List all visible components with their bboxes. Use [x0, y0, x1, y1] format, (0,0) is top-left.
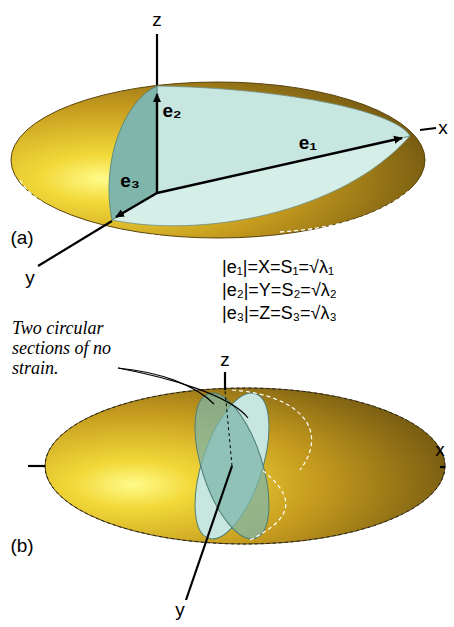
axis-label: z	[152, 10, 162, 31]
axis-label: z	[220, 350, 230, 371]
vector-label: e₃	[120, 171, 139, 192]
axis-label: x	[435, 440, 445, 461]
axis-label: x	[438, 118, 448, 139]
equation-text: |e₃|=Z=S₃=√λ₃	[222, 304, 337, 324]
vector-label: e₁	[299, 133, 317, 154]
vector-label: e₂	[162, 101, 181, 122]
equation-text: |e₁|=X=S₁=√λ₁	[222, 258, 334, 278]
axis-label: y	[175, 600, 185, 621]
axis-label: y	[25, 268, 35, 289]
panel-label: (a)	[10, 228, 33, 249]
equation-text: |e₂|=Y=S₂=√λ₂	[222, 281, 337, 301]
annotation-text: Two circular sections of no strain.	[12, 318, 130, 378]
panel-label: (b)	[10, 536, 33, 557]
